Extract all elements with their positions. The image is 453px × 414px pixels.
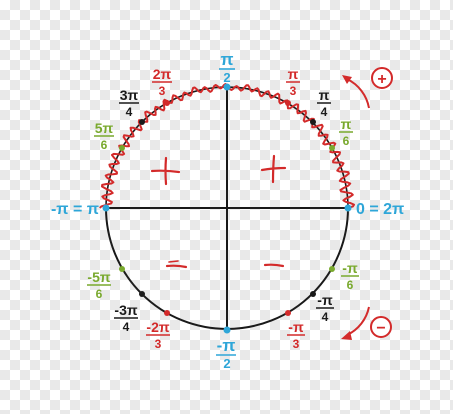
label-pi: -π = π <box>51 201 99 218</box>
counterclockwise-arrow <box>346 78 370 109</box>
label-num: π <box>319 87 330 103</box>
label-den: 4 <box>126 105 133 119</box>
point-pi-over-6 <box>329 145 335 151</box>
point-neg-pi-over-3 <box>285 310 291 316</box>
point-neg-pi-over-6 <box>329 266 335 272</box>
arrow-head-icon <box>342 75 352 84</box>
label-num: -π <box>288 319 304 335</box>
label-den: 4 <box>123 320 130 334</box>
label-num: -2π <box>146 319 169 335</box>
minus-symbol: − <box>376 320 385 337</box>
label-two-pi-over-3: 2π 3 <box>152 66 172 98</box>
label-neg-pi-over-2-den: 2 <box>223 356 230 371</box>
label-den: 6 <box>96 287 103 301</box>
quadrant-3-sign: – <box>165 260 188 269</box>
label-pi-over-6: π 6 <box>339 116 353 148</box>
label-neg-pi-over-2: -π 2 <box>216 336 236 371</box>
label-neg-pi-over-6: -π 6 <box>341 260 359 292</box>
point-neg-pi-over-2 <box>223 326 231 334</box>
label-den: 4 <box>321 105 328 119</box>
label-num: -π <box>342 260 358 276</box>
label-neg-pi-over-3: -π 3 <box>287 319 305 351</box>
label-neg-pi-over-4: -π 4 <box>316 292 334 324</box>
angle-points <box>102 83 352 334</box>
label-num: π <box>288 66 299 82</box>
label-pi-over-2: π 2 <box>219 50 235 85</box>
label-num: -3π <box>114 302 137 318</box>
label-den: 6 <box>101 138 108 152</box>
plus-stroke <box>150 156 181 186</box>
minus-circle-icon <box>370 316 392 338</box>
label-five-pi-over-6: 5π 6 <box>94 120 114 152</box>
minus-stroke <box>263 263 285 268</box>
label-num: π <box>341 116 352 132</box>
label-den: 6 <box>347 278 354 292</box>
clockwise-arrow <box>346 306 370 336</box>
label-pi-over-2-num: π <box>220 50 233 69</box>
point-neg-five-pi-over-6 <box>119 266 125 272</box>
point-pi <box>102 204 110 212</box>
point-pi-over-3 <box>285 100 291 106</box>
label-neg-three-pi-over-4: -3π 4 <box>114 302 138 334</box>
point-neg-three-pi-over-4 <box>139 291 145 297</box>
quadrant-2-sign: + <box>150 156 181 186</box>
point-pi-over-4 <box>310 119 316 125</box>
minus-stroke <box>165 264 188 269</box>
positive-direction: + <box>342 67 393 109</box>
point-three-pi-over-4 <box>139 119 145 125</box>
point-pi-over-2 <box>223 83 231 91</box>
label-den: 4 <box>322 310 329 324</box>
arrow-head-icon <box>341 331 352 340</box>
label-den: 3 <box>290 84 297 98</box>
point-neg-two-pi-over-3 <box>164 310 170 316</box>
quadrant-4-sign: – <box>263 263 285 268</box>
label-pi-over-3: π 3 <box>286 66 300 98</box>
plus-circle-icon <box>371 67 393 89</box>
point-neg-pi-over-4 <box>310 291 316 297</box>
point-zero <box>344 204 352 212</box>
label-neg-two-pi-over-3: -2π 3 <box>146 319 170 351</box>
label-zero: 0 = 2π <box>356 201 404 218</box>
label-num: -5π <box>87 269 110 285</box>
point-two-pi-over-3 <box>164 100 170 106</box>
quadrant-1-sign: + <box>260 154 287 184</box>
label-num: -π <box>317 292 333 308</box>
label-pi-over-4: π 4 <box>317 87 331 119</box>
label-num: 5π <box>95 120 114 136</box>
minus-stroke <box>168 260 179 263</box>
negative-direction: − <box>341 306 392 340</box>
label-neg-pi-over-2-num: -π <box>217 336 236 355</box>
label-den: 3 <box>155 337 162 351</box>
label-three-pi-over-4: 3π 4 <box>119 87 139 119</box>
label-den: 6 <box>343 134 350 148</box>
point-five-pi-over-6 <box>119 145 125 151</box>
label-num: 2π <box>153 66 172 82</box>
label-num: 3π <box>120 87 139 103</box>
label-neg-five-pi-over-6: -5π 6 <box>87 269 111 301</box>
label-pi-over-2-den: 2 <box>223 70 230 85</box>
plus-stroke <box>260 154 287 184</box>
plus-symbol: + <box>377 71 386 88</box>
label-den: 3 <box>293 337 300 351</box>
label-den: 3 <box>159 84 166 98</box>
